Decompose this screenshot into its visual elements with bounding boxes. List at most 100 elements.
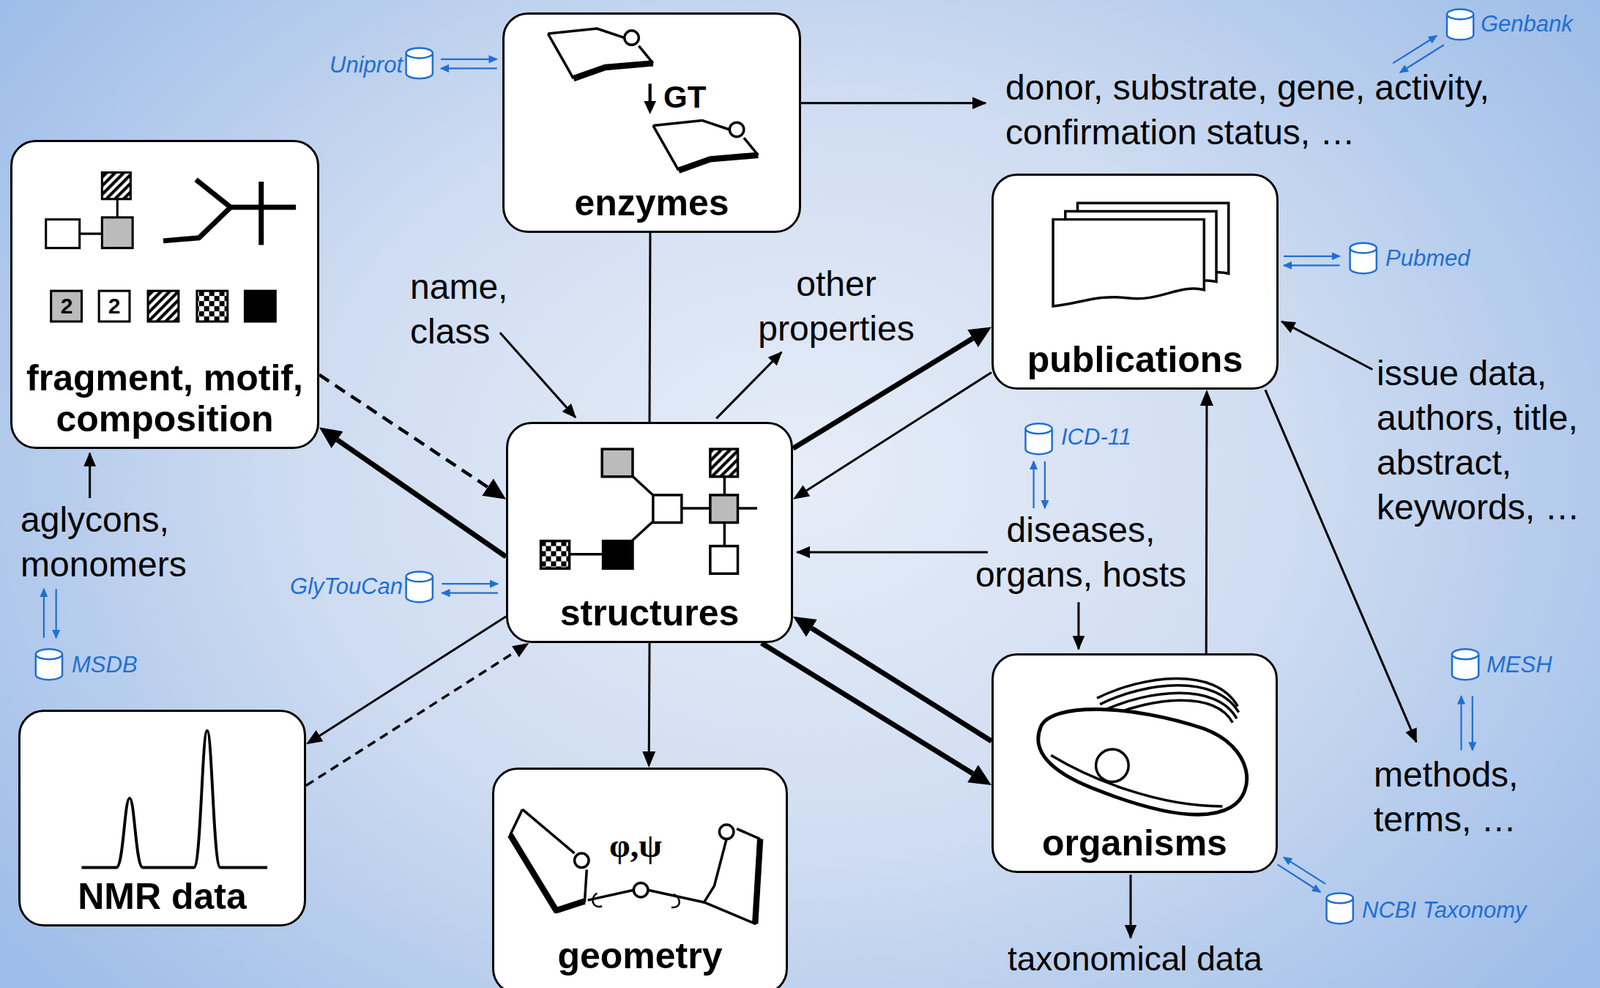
- database-link: [1471, 695, 1474, 750]
- reaction-arrow-head: [643, 101, 657, 115]
- connector-arrow: [793, 338, 973, 449]
- database-link: [1044, 461, 1046, 509]
- structure-attribute: other properties: [741, 262, 932, 352]
- node-title: fragment, motif, composition: [19, 357, 310, 440]
- leader-arrow: [801, 101, 986, 104]
- monosaccharide-symbol: [710, 495, 739, 523]
- composition-symbols: [51, 290, 277, 322]
- sugar-ring: [547, 28, 654, 79]
- database-link: [440, 58, 498, 61]
- structure-box: structures: [505, 421, 794, 643]
- connector-arrow: [806, 371, 992, 490]
- database-link: [1283, 857, 1326, 884]
- ring-oxygen: [719, 824, 734, 840]
- connector-arrow: [306, 651, 516, 786]
- database-link: [441, 582, 498, 585]
- connector-arrow: [648, 232, 652, 422]
- glycan-fragment: [46, 172, 133, 249]
- paper-stack: [1052, 202, 1229, 307]
- database-icon: [406, 571, 433, 602]
- publication-box: publications: [991, 173, 1279, 390]
- fragment-attributes: aglycons, monomers: [20, 497, 233, 588]
- cell-nucleus: [1096, 749, 1130, 783]
- box-fill: [991, 653, 1278, 873]
- database-link: [43, 588, 45, 638]
- enzyme-attributes: donor, substrate, gene, activity, confir…: [1005, 65, 1518, 156]
- monosaccharide-symbol: [51, 290, 83, 322]
- monosaccharide-symbol: [710, 546, 739, 575]
- database-link: [440, 67, 498, 69]
- connector-arrow: [337, 440, 506, 558]
- leader-arrow: [88, 453, 91, 498]
- organism-box: organisms: [991, 653, 1278, 873]
- connector-arrow: [811, 628, 992, 742]
- leader-arrow: [1129, 874, 1132, 938]
- bacterium: [1038, 678, 1248, 815]
- leader-arrow: [500, 332, 576, 418]
- sugar-ring: [653, 120, 759, 170]
- ring-front: [678, 155, 759, 171]
- ring-front: [754, 839, 761, 925]
- monosaccharide-symbol: [147, 290, 179, 322]
- motif-symbol: [163, 179, 296, 245]
- database-name: ICD-11: [1061, 423, 1132, 451]
- fragment-box: fragment, motif, composition: [10, 139, 320, 449]
- symbol-count: 2: [99, 291, 129, 321]
- ring-oxygen: [624, 30, 640, 46]
- monosaccharide-symbol: [710, 448, 739, 477]
- monosaccharide-symbol: [98, 290, 130, 322]
- leader-arrow: [796, 550, 988, 553]
- paper-sheet: [1052, 219, 1204, 307]
- box-fill: [492, 767, 788, 988]
- leader-arrow: [716, 352, 782, 419]
- database-link: [1032, 461, 1034, 509]
- box-fill: [991, 173, 1279, 390]
- glycan-structure: [541, 448, 758, 574]
- database-name: Uniprot: [292, 51, 403, 79]
- database-icon: [1326, 892, 1354, 924]
- monosaccharide-symbol: [603, 541, 633, 569]
- ring-edge: [547, 28, 654, 79]
- leader-arrow: [1077, 601, 1080, 649]
- nmr-box: NMR data: [18, 709, 307, 927]
- publication-attributes: issue data, authors, title, abstract, ke…: [1376, 351, 1597, 531]
- cell-body: [1038, 709, 1248, 816]
- monosaccharide-symbol: [541, 541, 570, 569]
- ring-front: [573, 62, 654, 79]
- connector-arrow: [648, 642, 651, 752]
- node-title: geometry: [557, 935, 723, 977]
- box-fill: [18, 709, 307, 927]
- monosaccharide-symbol: [101, 172, 131, 200]
- database-name: NCBI Taxonomy: [1362, 896, 1527, 924]
- ring-edge: [653, 120, 759, 170]
- torsion-arrow: [592, 892, 679, 908]
- disaccharide-geometry: [510, 809, 761, 924]
- ring-front: [510, 834, 586, 911]
- nmr-spectrum: [81, 730, 268, 868]
- enzyme-box: enzymes: [502, 12, 802, 233]
- ring-oxygen: [574, 853, 590, 868]
- database-name: MSDB: [71, 650, 138, 679]
- leader-arrow: [1265, 389, 1417, 742]
- database-name: GlyTouCan: [241, 572, 403, 600]
- database-name: Genbank: [1480, 10, 1573, 38]
- node-title: publications: [1027, 339, 1243, 381]
- monosaccharide-symbol: [196, 290, 228, 322]
- database-name: MESH: [1486, 650, 1553, 679]
- connector-arrow: [319, 374, 488, 487]
- taxonomy-label: taxonomical data: [1007, 940, 1263, 978]
- box-fill: [10, 139, 320, 449]
- ring-edge: [704, 828, 761, 925]
- torsion-angles: φ,ψ: [609, 824, 662, 868]
- glycosidic-oxygen: [633, 882, 649, 898]
- monosaccharide-symbol: [601, 448, 633, 477]
- database-link: [55, 588, 58, 638]
- database-links: [43, 35, 1473, 892]
- box-fill: [502, 12, 802, 233]
- node-title: organisms: [1042, 822, 1228, 864]
- database-name: Pubmed: [1385, 244, 1470, 272]
- publication-terms: methods, terms, …: [1373, 752, 1572, 843]
- monosaccharide-symbol: [46, 219, 80, 249]
- enzyme-symbol: GT: [663, 77, 706, 117]
